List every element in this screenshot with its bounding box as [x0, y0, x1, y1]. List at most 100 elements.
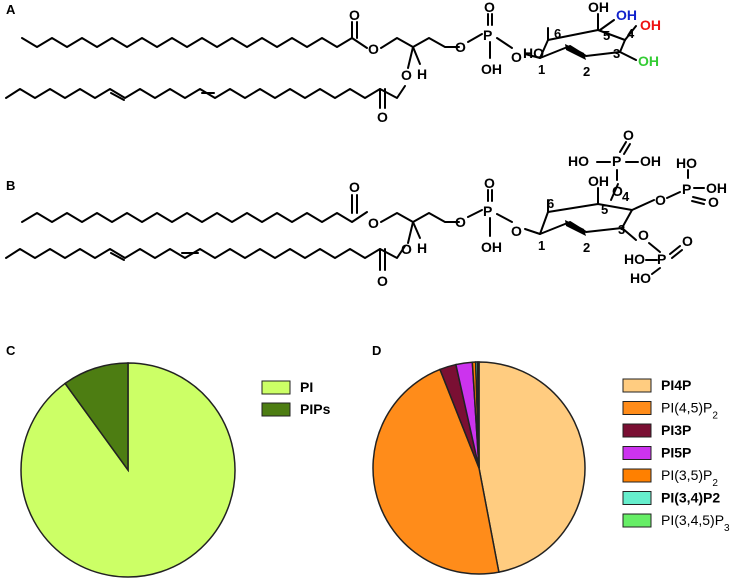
panel-b: B O O H O O O P O OH O OH O [5, 127, 727, 289]
molecule-b-ring-top [547, 203, 633, 213]
molecule-b-p4-double2 [691, 200, 705, 205]
molecule-a-c2: 2 [583, 64, 590, 79]
molecule-a-c5: 5 [603, 28, 610, 43]
legend-d-label-2: PI3P [661, 422, 691, 438]
molecule-b-ring-bottom [539, 209, 633, 235]
molecule-a-stereo-h-bond [412, 46, 421, 65]
molecule-b-p5-ho: HO [568, 153, 589, 169]
molecule-b-c3: 3 [618, 222, 625, 237]
molecule-b-p4-p: P [682, 181, 691, 197]
molecule-b-p5-double2 [623, 143, 631, 155]
legend-d-swatch-4 [622, 468, 652, 483]
molecule-a-phos-oh: OH [481, 61, 502, 77]
molecule-b-p3-link [621, 227, 637, 241]
molecule-a-phos-o-top: O [484, 0, 495, 15]
legend-c-swatch-1 [261, 402, 291, 417]
legend-d-swatch-1 [622, 401, 652, 415]
molecule-a-glycerol [380, 37, 460, 49]
molecule-b-phos-link1 [467, 209, 483, 218]
legend-d-swatch-0 [622, 378, 652, 393]
molecule-b-p5-double1 [619, 141, 627, 153]
molecule-b-p5-p: P [612, 153, 621, 169]
molecule-a-ring-wedge [565, 44, 586, 60]
molecule-b-p3-ho2-bond [651, 267, 661, 275]
molecule-a-ester-o-top: O [349, 7, 360, 23]
molecule-b-p4-ho: HO [676, 155, 697, 171]
molecule-b-c2: 2 [583, 240, 590, 255]
molecule-a-stereo-h: H [417, 66, 427, 82]
molecule-a-ring-bottom [539, 39, 626, 59]
molecule-b-phos-p: P [483, 203, 492, 219]
molecule-b-p4-o-bottom: O [708, 194, 719, 210]
molecule-b-stereo-h-bond [412, 221, 421, 239]
molecule-b-ring-wedge [565, 220, 586, 236]
panel-d-letter: D [372, 343, 381, 358]
molecule-b-phos-link2 [496, 213, 513, 223]
legend-d-label-3: PI5P [661, 445, 691, 461]
molecule-b-p4-double1 [692, 196, 706, 201]
panel-c: C PI PIPs [6, 343, 331, 578]
molecule-b-p4-o-bond [666, 191, 681, 199]
molecule-a-oh-red: OH [640, 17, 661, 33]
molecule-a-oh-blue: OH [616, 7, 637, 23]
molecule-b-phos-o-top: O [484, 175, 495, 191]
molecule-b-p3-o-link: O [638, 227, 649, 243]
molecule-b-ring-c1 [524, 211, 549, 235]
molecule-a-ester-o-link2: O [401, 67, 412, 83]
molecule-b-p3-double1 [669, 245, 681, 255]
molecule-a-glycerol-down [407, 46, 414, 69]
molecule-b-phos-oh: OH [481, 239, 502, 255]
legend-c-label-1: PIPs [300, 401, 331, 417]
molecule-b-phos-o-bridge: O [455, 214, 466, 230]
molecule-b-oh-top: OH [588, 173, 609, 189]
molecule-b-p3-ho: HO [624, 251, 645, 267]
molecule-b-p5-oh: OH [640, 153, 661, 169]
molecule-a-c3: 3 [613, 46, 620, 61]
molecule-b-p3-o-right: O [682, 233, 693, 249]
molecule-b-p4-o-link: O [655, 192, 666, 208]
molecule-b-c5: 5 [601, 202, 608, 217]
pie-chart-d [372, 361, 586, 575]
molecule-a-phos-link1 [467, 33, 483, 43]
molecule-a-c4: 4 [627, 26, 635, 41]
legend-c: PI PIPs [261, 379, 331, 417]
molecule-b-glycerol-down [407, 221, 414, 244]
molecule-b-ring-o-link: O [511, 223, 522, 239]
molecule-a-oh-top: OH [588, 0, 609, 15]
panel-b-letter: B [6, 178, 15, 193]
molecule-b-ester-o-link2: O [401, 241, 412, 257]
legend-d-label-5: PI(3,4)P2 [661, 490, 720, 506]
legend-c-swatch-0 [261, 380, 291, 395]
molecule-b-p4-oh: OH [706, 180, 727, 196]
molecule-a-c4-oh-bond [624, 25, 637, 41]
molecule-b-p5-link [610, 183, 619, 201]
pie-c-slice-pips [64, 362, 129, 473]
molecule-b-p4-link [631, 199, 655, 211]
molecule-a-oh-green: OH [638, 53, 659, 69]
molecule-b-c4: 4 [622, 189, 630, 204]
molecule-a-ester-o-link: O [368, 41, 379, 57]
legend-c-label-0: PI [300, 379, 313, 395]
molecule-b-stereo-h: H [417, 240, 427, 256]
molecule-b-ester-o-bottom: O [377, 273, 388, 289]
legend-d-swatch-2 [622, 423, 652, 438]
molecule-a-phos-p: P [483, 27, 492, 43]
molecule-b-ester-o-top: O [349, 179, 360, 195]
legend-d-label-4: PI(3,5)P2 [661, 467, 718, 489]
molecule-a-c5-oh-bond [599, 19, 615, 31]
molecule-b-p5-o-top: O [623, 127, 634, 143]
molecule-b-double-bond-1 [110, 252, 125, 261]
molecule-a-phos-o-bridge: O [455, 39, 466, 55]
legend-d-swatch-6 [622, 513, 652, 528]
legend-d-label-1: PI(4,5)P2 [661, 400, 718, 422]
legend-d-label-0: PI4P [661, 377, 691, 393]
panel-c-letter: C [6, 343, 16, 358]
panel-a-letter: A [6, 2, 16, 17]
molecule-b-c1: 1 [538, 238, 545, 253]
pie-d-slice-pi4p [478, 361, 586, 574]
molecule-a-c6: 6 [554, 26, 561, 41]
molecule-b-p3-o-bond [648, 242, 661, 253]
molecule-a-upper-chain [21, 37, 368, 49]
